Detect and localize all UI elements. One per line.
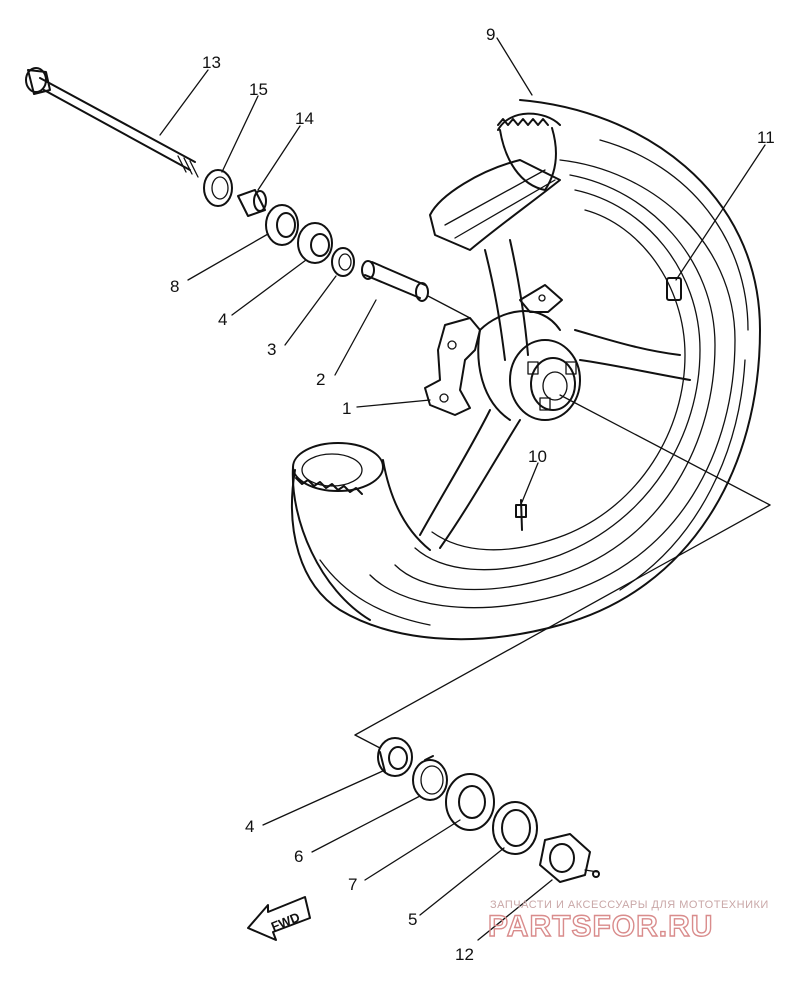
callout-9: 9 (486, 25, 495, 44)
callout-11: 11 (757, 128, 775, 147)
collar-14 (237, 189, 267, 217)
wheel-tire (291, 99, 761, 641)
gear-unit-7 (445, 773, 495, 831)
callout-6: 6 (294, 847, 303, 866)
leader-lines (159, 37, 766, 941)
spacer-3 (331, 247, 355, 277)
fwd-label: FWD (269, 909, 302, 934)
callout-15: 15 (249, 80, 268, 99)
spacer-washer-15 (203, 169, 233, 207)
bearing-4-lower (377, 737, 413, 777)
oil-seal-8 (265, 204, 299, 246)
callout-10: 10 (528, 447, 547, 466)
callout-14: 14 (295, 109, 314, 128)
callout-labels: 13 15 14 8 4 3 2 1 9 11 10 4 6 7 5 12 (170, 25, 775, 964)
circlip-6 (412, 755, 448, 801)
watermark-tagline: ЗАПЧАСТИ И АКСЕССУАРЫ ДЛЯ МОТОТЕХНИКИ (490, 899, 769, 911)
seal-5 (492, 801, 538, 855)
callout-8: 8 (170, 277, 179, 296)
callout-1: 1 (342, 399, 351, 418)
callout-7: 7 (348, 875, 357, 894)
callout-12: 12 (455, 945, 474, 964)
callout-13: 13 (202, 53, 221, 72)
brake-disc-mount (424, 284, 563, 416)
wheel-spokes (419, 239, 691, 549)
fwd-arrow-icon: FWD (247, 896, 311, 941)
callout-5: 5 (408, 910, 417, 929)
callout-3: 3 (267, 340, 276, 359)
watermark: ЗАПЧАСТИ И АКСЕССУАРЫ ДЛЯ МОТОТЕХНИКИ PA… (487, 899, 769, 944)
bracket-lines (354, 394, 771, 749)
callout-4-lower: 4 (245, 817, 254, 836)
axle-shaft (25, 67, 199, 178)
watermark-brand: PARTSFOR.RU (488, 910, 713, 943)
callout-2: 2 (316, 370, 325, 389)
bearing-4-upper (297, 222, 333, 264)
callout-4-upper: 4 (218, 310, 227, 329)
spacer-tube-2 (361, 260, 471, 319)
valve-stem (515, 499, 527, 531)
wheel-hub (477, 310, 581, 421)
axle-nut-12 (539, 833, 600, 883)
balance-weight (666, 277, 682, 301)
